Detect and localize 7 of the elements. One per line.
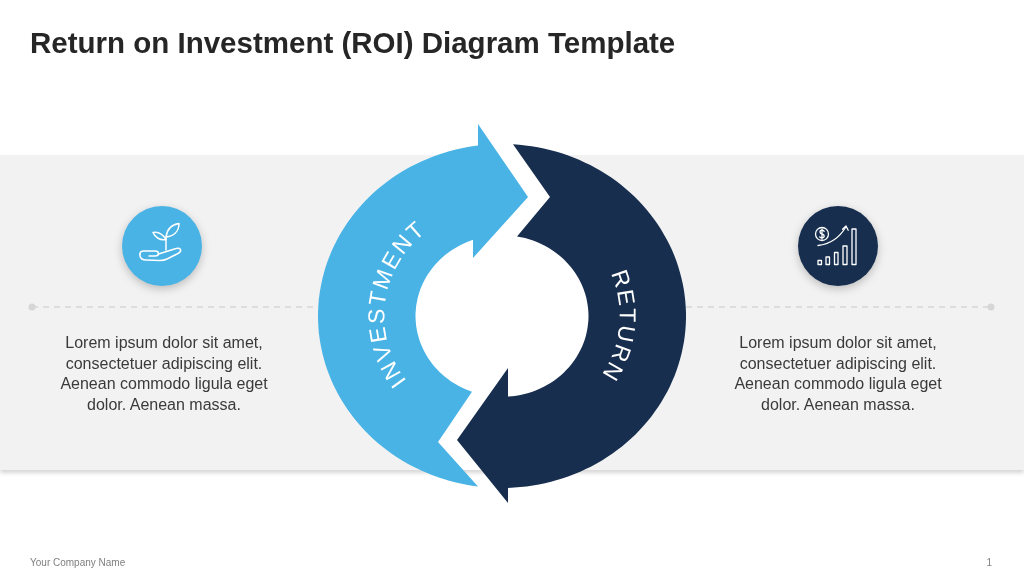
circular-arrow: [318, 124, 528, 487]
title: Return on Investment (ROI) Diagram Template: [30, 25, 676, 61]
body-text: Lorem ipsum dolor sit amet, consectetuer adipiscing elit. Aenean commodo ligula eget dolor. Aenean massa.: [733, 333, 943, 416]
body-text: Lorem ipsum dolor sit amet, consectetuer adipiscing elit. Aenean commodo ligula eget dolor. Aenean massa.: [59, 333, 269, 416]
footer-text: Your Company Name: [30, 557, 126, 569]
page-number: 1: [986, 557, 992, 569]
background-band: [0, 155, 1024, 470]
